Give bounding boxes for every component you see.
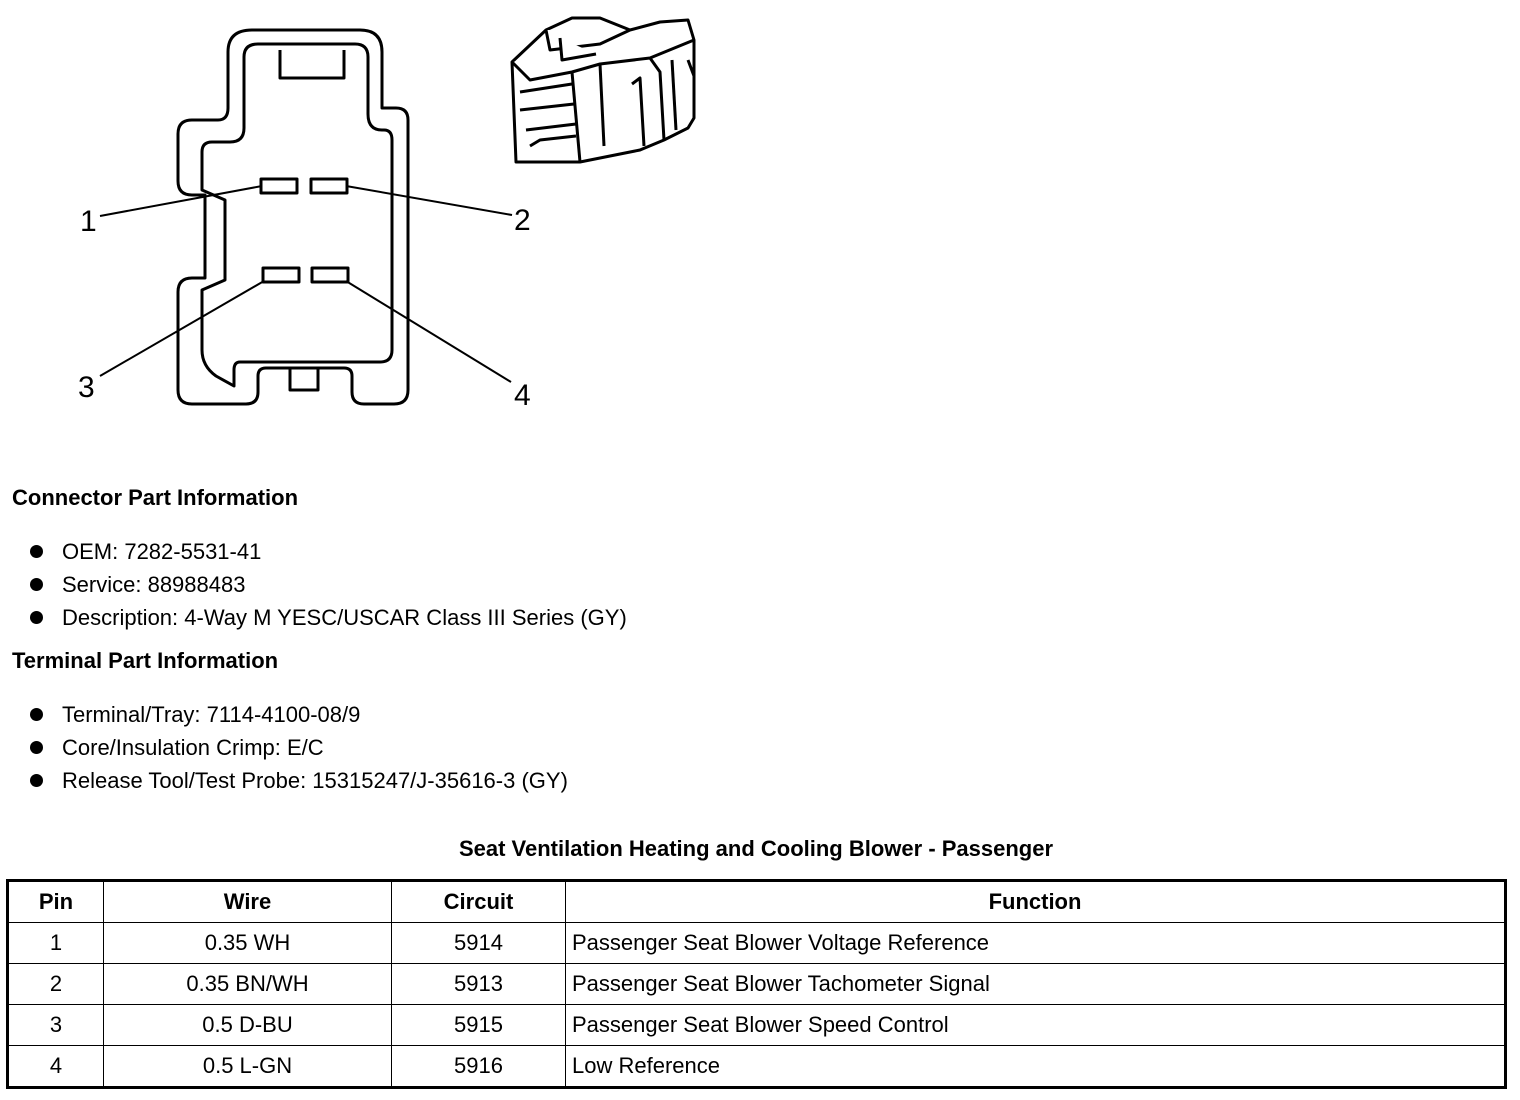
connector-top-latch — [278, 50, 346, 80]
list-item: Description: 4-Way M YESC/USCAR Class II… — [30, 601, 627, 634]
cell-wire: 0.5 D-BU — [103, 1004, 392, 1046]
header-wire: Wire — [103, 880, 392, 923]
pin-label-3: 3 — [78, 371, 95, 404]
table-row: 4 0.5 L-GN 5916 Low Reference — [7, 1045, 1506, 1088]
terminal-info-heading: Terminal Part Information — [12, 648, 279, 673]
bullet-icon — [30, 611, 43, 624]
cell-function: Passenger Seat Blower Tachometer Signal — [565, 963, 1506, 1005]
connector-diagram: 1 2 3 4 — [78, 16, 696, 412]
cell-wire: 0.35 BN/WH — [103, 963, 392, 1005]
pin-label-2: 2 — [514, 204, 531, 237]
header-function: Function — [565, 880, 1506, 923]
table-header-row: Pin Wire Circuit Function — [7, 880, 1506, 923]
cell-pin: 4 — [7, 1045, 104, 1088]
bullet-icon — [30, 741, 43, 754]
cell-pin: 2 — [7, 963, 104, 1005]
pin-table: Pin Wire Circuit Function 1 0.35 WH 5914… — [6, 879, 1507, 1089]
pin-label-4: 4 — [514, 379, 531, 412]
connector-outer-outline — [176, 28, 410, 406]
cell-function: Passenger Seat Blower Speed Control — [565, 1004, 1506, 1046]
cell-circuit: 5913 — [391, 963, 566, 1005]
connector-info-list: OEM: 7282-5531-41 Service: 88988483 Desc… — [30, 535, 627, 634]
terminal-cavity-2 — [309, 177, 349, 195]
connector-inner-outline — [200, 42, 394, 388]
header-circuit: Circuit — [391, 880, 566, 923]
connector-3d-view — [510, 16, 696, 164]
terminal-cavity-4 — [310, 266, 350, 284]
cell-pin: 3 — [7, 1004, 104, 1046]
list-item: Release Tool/Test Probe: 15315247/J-3561… — [30, 764, 568, 797]
leader-line-4 — [345, 280, 512, 383]
list-item: Core/Insulation Crimp: E/C — [30, 731, 568, 764]
pin-label-1: 1 — [80, 205, 97, 238]
cell-function: Passenger Seat Blower Voltage Reference — [565, 922, 1506, 964]
leader-line-3 — [99, 280, 265, 377]
bullet-icon — [30, 708, 43, 721]
bullet-icon — [30, 545, 43, 558]
list-item: Service: 88988483 — [30, 568, 627, 601]
connector-bottom-key — [288, 368, 320, 392]
cell-circuit: 5914 — [391, 922, 566, 964]
terminal-info-list: Terminal/Tray: 7114-4100-08/9 Core/Insul… — [30, 698, 568, 797]
table-row: 2 0.35 BN/WH 5913 Passenger Seat Blower … — [7, 963, 1506, 1005]
cell-wire: 0.5 L-GN — [103, 1045, 392, 1088]
table-title: Seat Ventilation Heating and Cooling Blo… — [458, 836, 1054, 861]
cell-circuit: 5916 — [391, 1045, 566, 1088]
leader-line-2 — [345, 185, 513, 216]
bullet-icon — [30, 578, 43, 591]
header-pin: Pin — [7, 880, 104, 923]
terminal-cavity-3 — [261, 266, 301, 284]
list-item: Terminal/Tray: 7114-4100-08/9 — [30, 698, 568, 731]
cell-circuit: 5915 — [391, 1004, 566, 1046]
cell-pin: 1 — [7, 922, 104, 964]
connector-info-heading: Connector Part Information — [12, 485, 299, 510]
leader-line-1 — [99, 185, 263, 217]
terminal-cavity-1 — [259, 177, 299, 195]
cell-function: Low Reference — [565, 1045, 1506, 1088]
list-item: OEM: 7282-5531-41 — [30, 535, 627, 568]
cell-wire: 0.35 WH — [103, 922, 392, 964]
table-row: 3 0.5 D-BU 5915 Passenger Seat Blower Sp… — [7, 1004, 1506, 1046]
bullet-icon — [30, 774, 43, 787]
table-row: 1 0.35 WH 5914 Passenger Seat Blower Vol… — [7, 922, 1506, 964]
